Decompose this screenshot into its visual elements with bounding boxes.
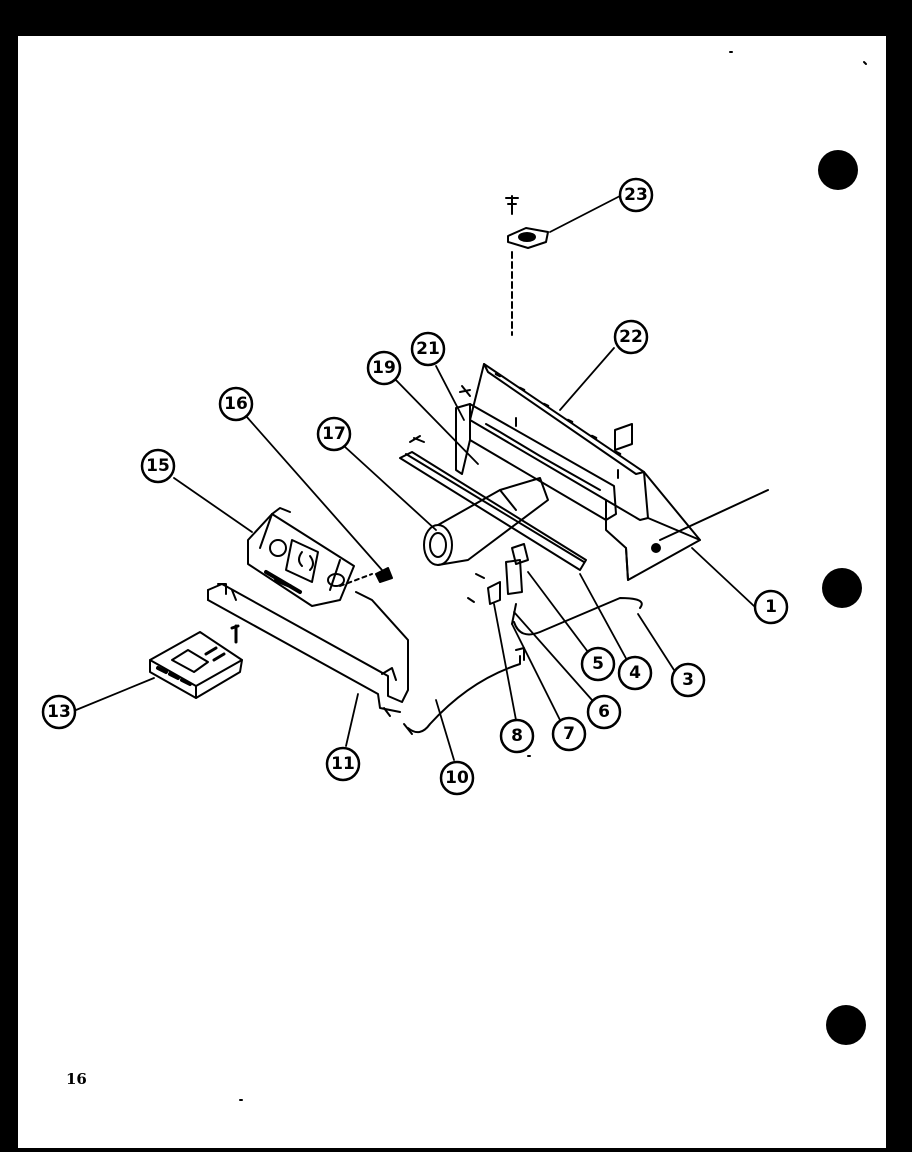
callout-21: 21	[410, 331, 446, 367]
part-16-screw	[339, 567, 393, 587]
callout-17-label: 17	[322, 424, 346, 444]
callout-11-label: 11	[331, 754, 355, 774]
callout-15-label: 15	[146, 456, 170, 476]
part-3-wire	[511, 597, 643, 636]
part-15-control-box	[247, 507, 355, 607]
callout-21-label: 21	[416, 339, 440, 359]
part-8-clip	[467, 573, 501, 605]
part-23-thermostat	[505, 195, 549, 336]
binder-hole-middle	[822, 568, 862, 608]
leader-lines	[75, 195, 755, 761]
diagram-page	[18, 36, 886, 1148]
callout-7-label: 7	[563, 724, 575, 744]
callout-19-label: 19	[372, 358, 396, 378]
callout-16-label: 16	[224, 394, 248, 414]
part-11-tube	[207, 583, 409, 717]
callout-10-label: 10	[445, 768, 469, 788]
callout-6: 6	[586, 694, 622, 730]
callout-13-label: 13	[47, 702, 71, 722]
callout-19: 19	[366, 350, 402, 386]
callout-8: 8	[499, 718, 535, 754]
callout-5-label: 5	[592, 654, 604, 674]
callout-8-label: 8	[511, 726, 523, 746]
part-12-screw	[230, 624, 240, 644]
callout-5: 5	[580, 646, 616, 682]
callout-13: 13	[41, 694, 77, 730]
callout-15: 15	[140, 448, 176, 484]
callout-7: 7	[551, 716, 587, 752]
dot-mark-2	[863, 61, 867, 65]
callout-3: 3	[670, 662, 706, 698]
binder-hole-top	[818, 150, 858, 190]
callout-22: 22	[613, 319, 649, 355]
callouts: 23 22 21 19 16 17 15 1 3 4 5 6 7 8 10 11…	[41, 177, 789, 796]
callout-3-label: 3	[682, 670, 694, 690]
part-4-trim-strip	[399, 451, 587, 571]
callout-10: 10	[439, 760, 475, 796]
callout-6-label: 6	[598, 702, 610, 722]
callout-22-label: 22	[619, 327, 643, 347]
callout-1: 1	[753, 589, 789, 625]
callout-1-label: 1	[765, 597, 777, 617]
binder-hole-bottom	[826, 1005, 866, 1045]
callout-11: 11	[325, 746, 361, 782]
part-21-bracket	[409, 403, 619, 521]
callout-4: 4	[617, 655, 653, 691]
page-number: 16	[66, 1070, 87, 1088]
part-13-terminal-block	[149, 631, 243, 699]
callout-16: 16	[218, 386, 254, 422]
part-5-switch	[505, 543, 529, 595]
part-17-fan-motor	[423, 477, 549, 566]
part-22-back-panel	[459, 363, 769, 581]
part-10-wire	[403, 647, 525, 735]
callout-23-label: 23	[624, 185, 648, 205]
callout-23: 23	[618, 177, 654, 213]
callout-4-label: 4	[629, 663, 641, 683]
callout-17: 17	[316, 416, 352, 452]
